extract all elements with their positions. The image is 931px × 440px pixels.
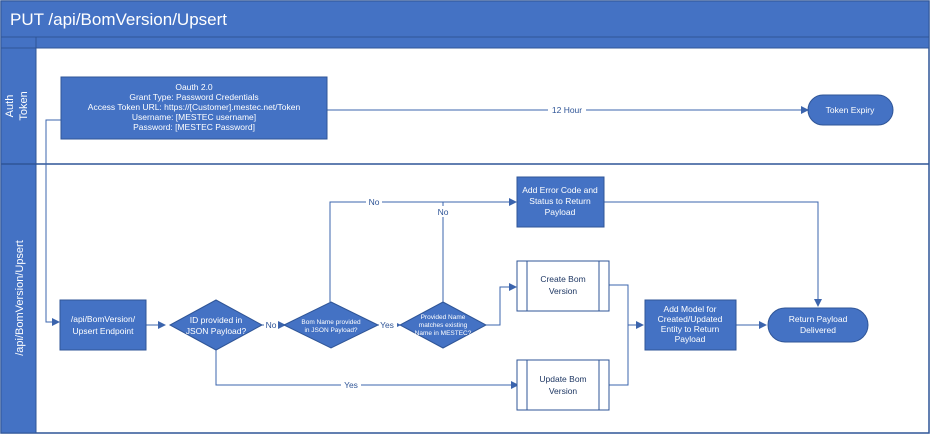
add-model-line4: Payload: [675, 334, 706, 344]
error-box: [516, 176, 605, 228]
edge-namecheck-error: [329, 198, 517, 302]
name-match-line3: Name in MESTEC?: [415, 330, 472, 337]
token-expiry-terminator: [807, 94, 894, 126]
create-bom-process: [516, 260, 610, 312]
error-line1: Add Error Code and: [522, 185, 598, 195]
add-model-line1: Add Model for: [664, 304, 717, 314]
id-check-line2: JSON Payload?: [186, 326, 247, 336]
diagram-title: PUT /api/BomVersion/Upsert: [10, 10, 227, 29]
oauth-line2: Grant Type: Password Credentials: [129, 92, 258, 102]
name-match-decision: [398, 301, 488, 349]
return-payload-terminator: [767, 307, 869, 343]
endpoint-line1: /api/BomVersion/: [71, 314, 136, 324]
edge-label-no-match: No: [438, 207, 449, 217]
edge-label-yes-name: Yes: [380, 320, 394, 330]
endpoint-line2: Upsert Endpoint: [73, 326, 135, 336]
edge-namematch-create: [486, 283, 517, 326]
oauth-box: [60, 76, 328, 140]
name-check-decision: [282, 301, 380, 349]
lane-label-column: [0, 47, 37, 434]
edge-error-return: [604, 201, 822, 307]
lane-auth-label-line1: Auth: [4, 95, 16, 118]
edge-label-yes-id: Yes: [344, 380, 358, 390]
name-check-line2: in JSON Payload?: [304, 327, 357, 334]
return-line2: Delivered: [800, 325, 836, 335]
token-expiry-label: Token Expiry: [826, 105, 875, 115]
endpoint-box: [59, 299, 147, 351]
update-bom-process: [516, 359, 610, 411]
error-line3: Payload: [545, 207, 576, 217]
header-strip: [0, 36, 930, 49]
name-match-line1: Provided Name: [421, 314, 466, 321]
create-bom-line1: Create Bom: [540, 274, 585, 284]
edge-label-no-top: No: [369, 197, 380, 207]
edge-oauth-endpoint: [45, 119, 61, 326]
update-bom-line1: Update Bom: [539, 374, 586, 384]
add-model-line3: Entity to Return: [661, 324, 720, 334]
name-check-line1: Bom Name provided: [301, 319, 361, 326]
name-match-line2: matches existing: [419, 322, 468, 329]
return-line1: Return Payload: [789, 314, 848, 324]
oauth-line5: Password: [MESTEC Password]: [133, 122, 255, 132]
create-bom-line2: Version: [549, 286, 578, 296]
edge-label-no-id: No: [266, 320, 277, 330]
add-model-line2: Created/Updated: [658, 314, 723, 324]
update-bom-line2: Version: [549, 386, 578, 396]
add-model-box: [644, 299, 737, 351]
edge-label-12-hour: 12 Hour: [552, 105, 582, 115]
id-check-line1: ID provided in: [190, 315, 243, 325]
oauth-line1: Oauth 2.0: [175, 82, 213, 92]
oauth-line4: Username: [MESTEC username]: [132, 112, 256, 122]
error-line2: Status to Return: [529, 196, 591, 206]
title-bar: [0, 0, 930, 38]
oauth-line3: Access Token URL: https://[Customer].mes…: [88, 102, 301, 112]
lane-upsert-label: /api/BomVersion/Upsert: [14, 240, 26, 356]
id-check-decision: [168, 299, 264, 351]
edge-create-addmodel: [609, 284, 644, 329]
lane-auth-label-line2: Token: [18, 91, 30, 120]
edge-idcheck-update: [215, 350, 519, 389]
edge-update-addmodel: [609, 325, 629, 386]
